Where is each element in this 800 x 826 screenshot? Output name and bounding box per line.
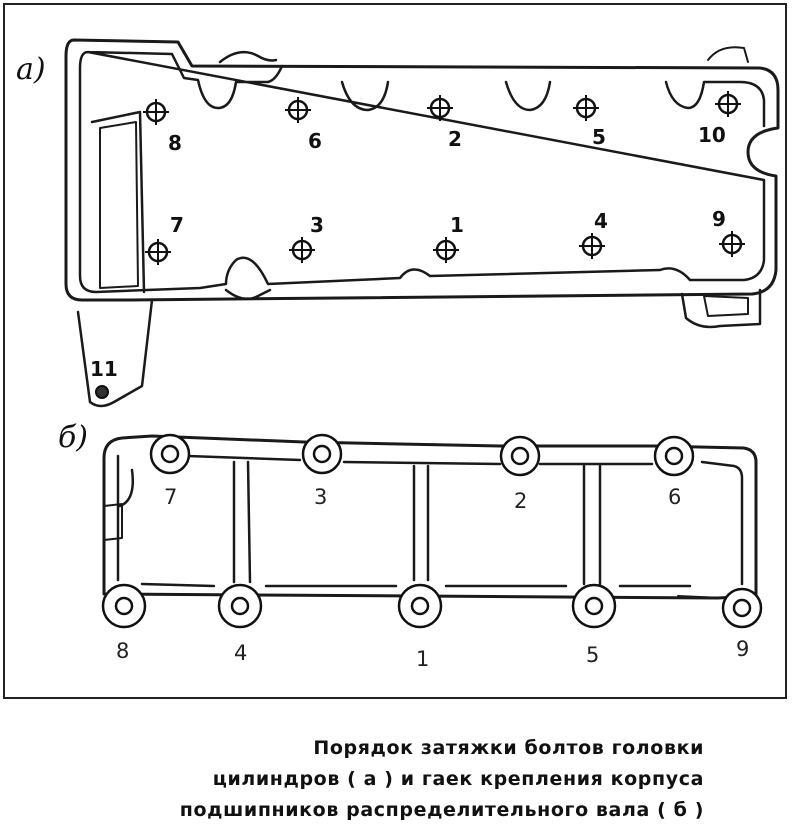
bearing-nut-group — [101, 433, 763, 629]
bearing-nut-label: 7 — [164, 485, 177, 509]
bearing-nut-label: 8 — [116, 639, 129, 663]
head-bolt-9 — [719, 231, 745, 257]
head-bolt-label: 8 — [168, 131, 182, 155]
bearing-nut-label: 9 — [736, 637, 749, 661]
figure-caption: Порядок затяжки болтов головки цилиндров… — [180, 733, 704, 826]
tightening-diagram: 8 6 2 5 10 7 3 1 4 9 11 — [64, 38, 780, 671]
bearing-nut-label: 4 — [234, 641, 247, 665]
head-bolt-label: 10 — [698, 123, 726, 147]
bearing-nut-label: 6 — [668, 485, 681, 509]
head-bolt-2 — [427, 95, 453, 121]
head-bolt-6 — [285, 97, 311, 123]
bearing-nut-9 — [721, 587, 763, 629]
head-bolt-label: 11 — [90, 357, 118, 381]
diagram-frame — [3, 3, 787, 699]
head-bolt-label: 5 — [592, 125, 606, 149]
bearing-nut-6 — [653, 435, 695, 477]
bearing-nut-label: 2 — [514, 489, 527, 513]
bearing-housing-outline — [102, 434, 758, 627]
head-bolt-label: 7 — [170, 213, 184, 237]
head-bolt-3 — [289, 237, 315, 263]
head-bolt-group — [95, 91, 745, 399]
bearing-nut-label: 1 — [416, 647, 429, 671]
head-bolt-label: 9 — [712, 207, 726, 231]
head-bolt-4 — [579, 233, 605, 259]
bearing-nut-4 — [217, 583, 263, 629]
head-bolt-8 — [143, 99, 169, 125]
head-bolt-11 — [95, 385, 109, 399]
caption-line-3: подшипников распределительного вала ( б … — [179, 799, 704, 821]
bearing-nut-8 — [101, 583, 147, 629]
head-bolt-1 — [433, 237, 459, 263]
bearing-nut-2 — [499, 435, 541, 477]
head-bolt-label: 2 — [448, 127, 462, 151]
head-bolt-label: 1 — [450, 213, 464, 237]
bearing-nut-label: 5 — [586, 643, 599, 667]
caption-line-1: Порядок затяжки болтов головки — [313, 737, 704, 759]
head-bolt-labels: 8 6 2 5 10 7 3 1 4 9 11 — [90, 123, 726, 381]
caption-line-2: цилиндров ( а ) и гаек крепления корпуса — [212, 768, 704, 790]
cylinder-head-outline — [64, 38, 780, 408]
head-bolt-10 — [715, 91, 741, 117]
bearing-nut-3 — [301, 433, 343, 475]
bearing-nut-1 — [397, 583, 443, 629]
panel-a-letter: а) — [16, 52, 46, 87]
head-bolt-label: 4 — [594, 209, 608, 233]
head-bolt-5 — [573, 95, 599, 121]
bearing-nut-label: 3 — [314, 485, 327, 509]
panel-b-letter: б) — [58, 420, 89, 455]
bearing-nut-labels: 7 3 2 6 8 4 1 5 9 — [116, 485, 749, 671]
head-bolt-label: 6 — [308, 129, 322, 153]
head-bolt-7 — [145, 239, 171, 265]
bearing-nut-7 — [149, 433, 191, 475]
head-bolt-label: 3 — [310, 213, 324, 237]
bearing-nut-5 — [571, 583, 617, 629]
